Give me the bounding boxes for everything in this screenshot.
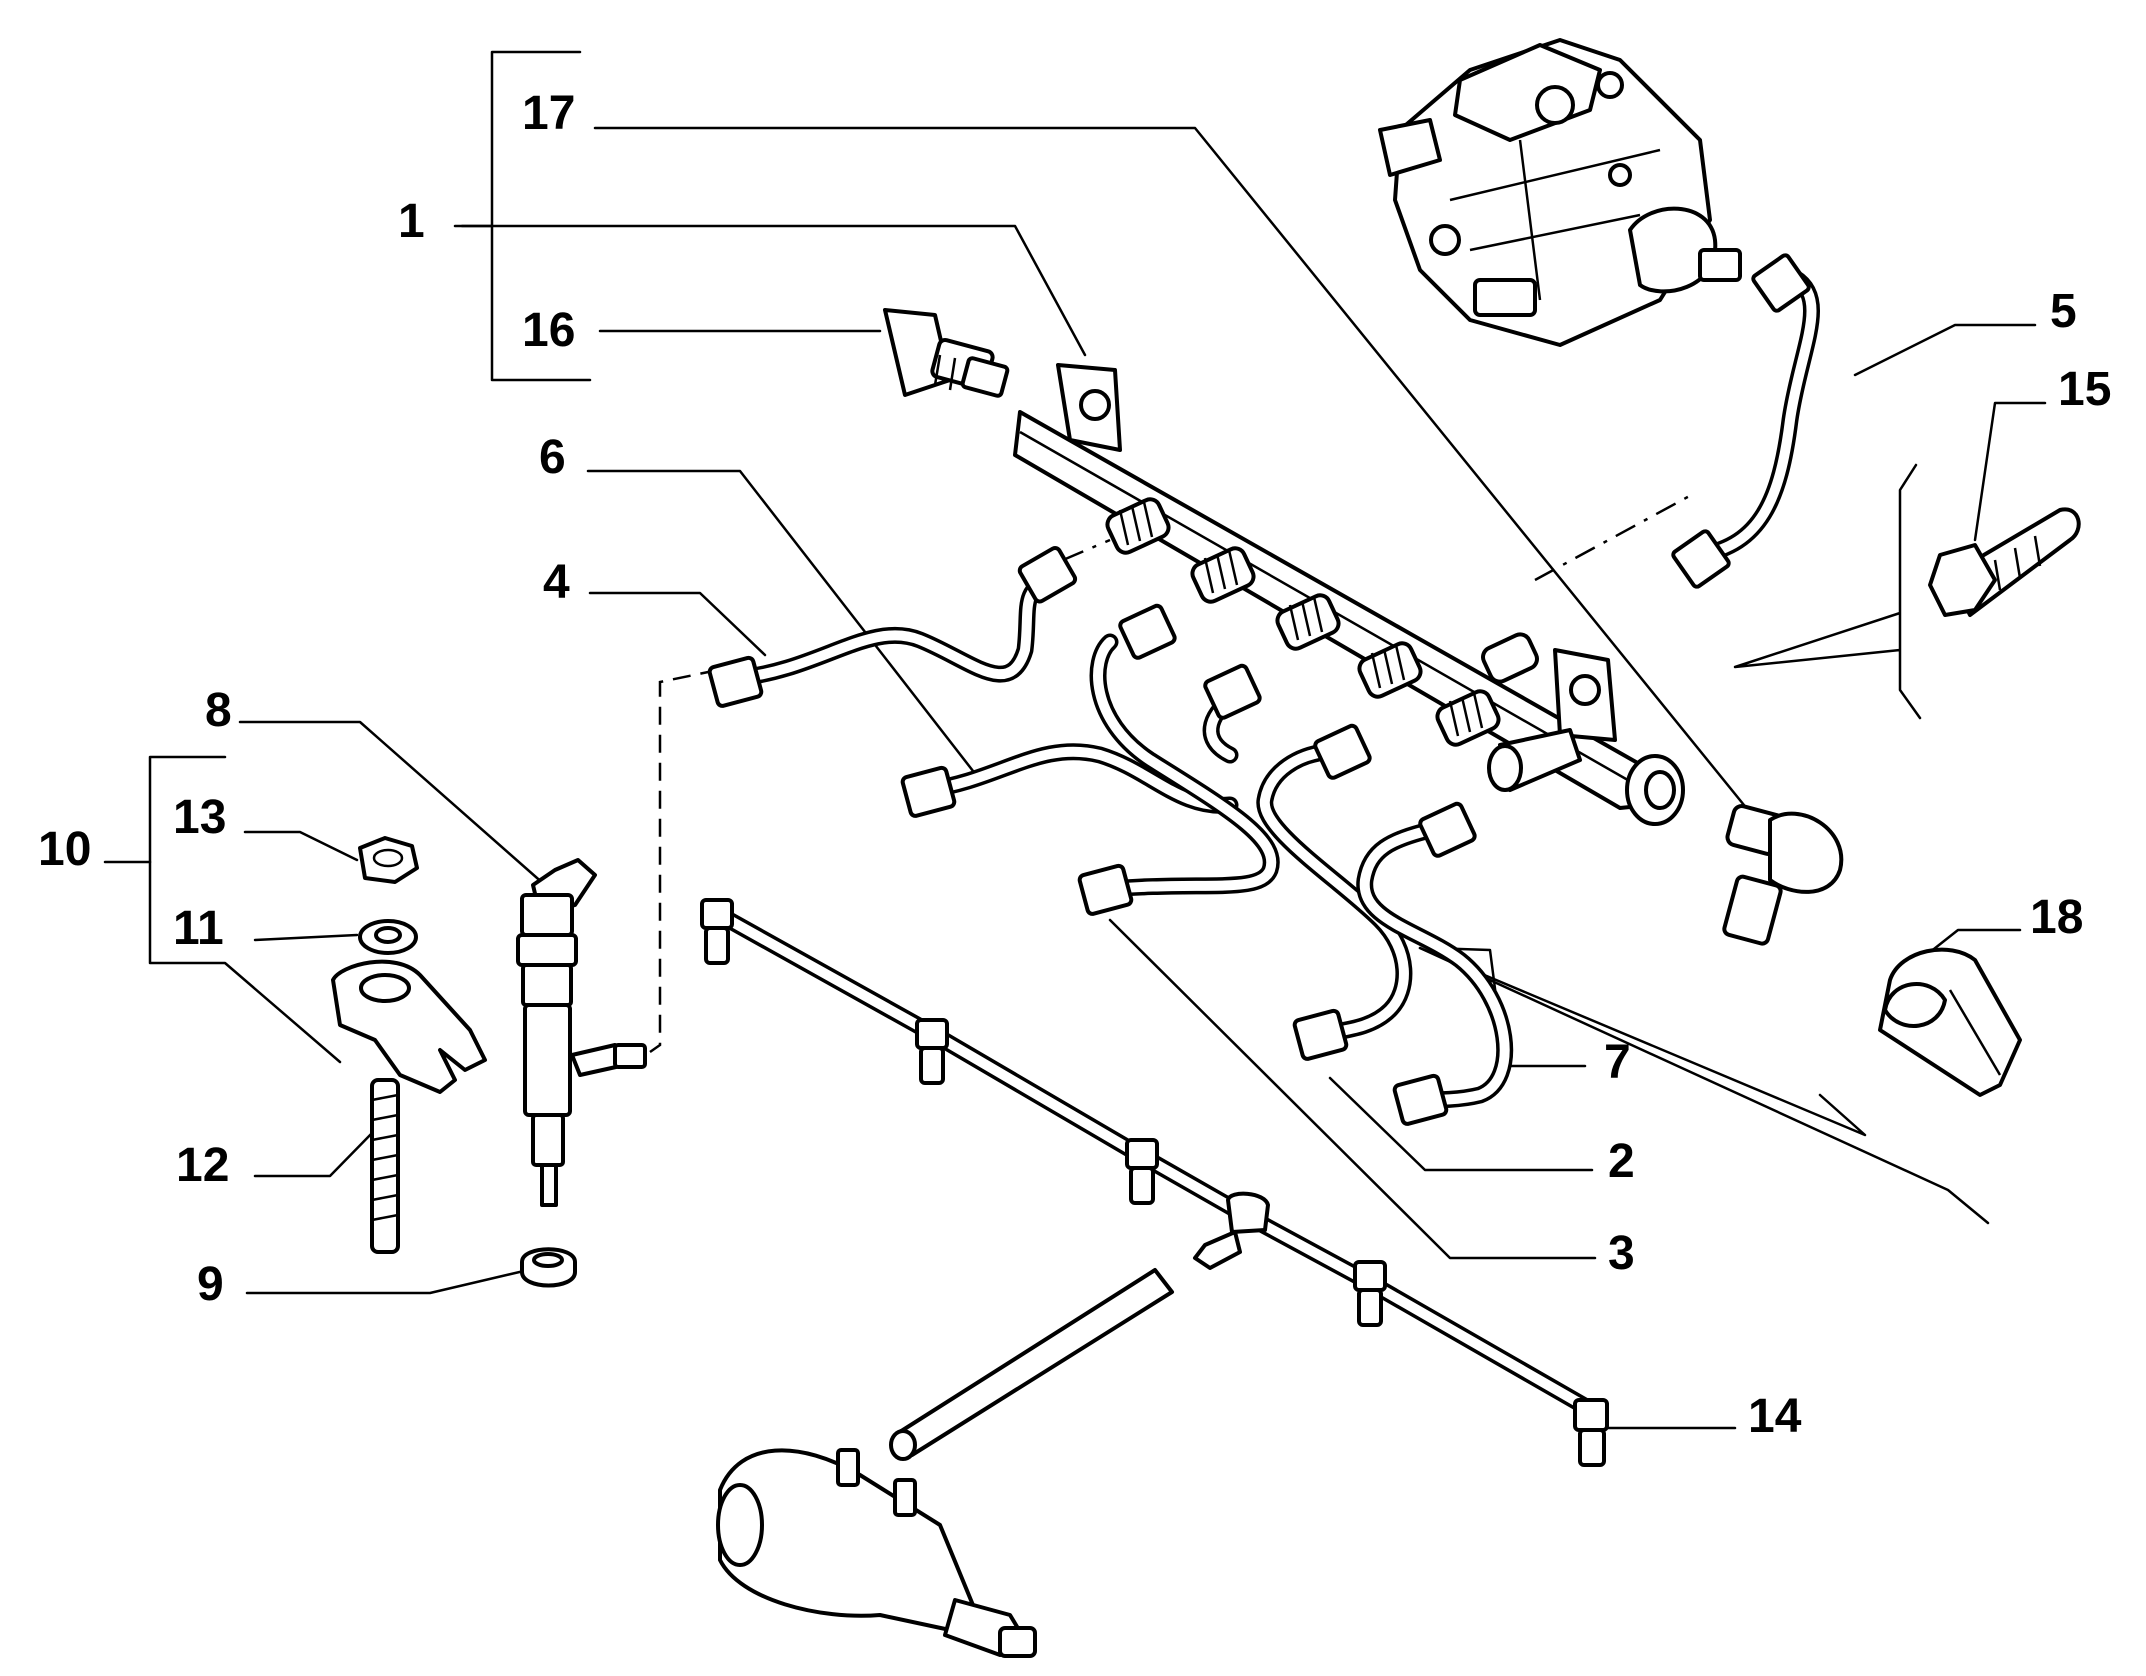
label-6: 6 bbox=[539, 431, 566, 484]
fuel-rail-1 bbox=[1013, 363, 1685, 826]
injector-pipes bbox=[707, 546, 1514, 1126]
bolt-15 bbox=[1928, 507, 2081, 617]
label-16: 16 bbox=[522, 304, 576, 357]
nut-13 bbox=[358, 836, 419, 884]
label-3: 3 bbox=[1608, 1227, 1635, 1280]
label-18: 18 bbox=[2030, 891, 2084, 944]
label-8: 8 bbox=[205, 684, 232, 737]
pressure-regulator-17 bbox=[1722, 804, 1844, 946]
label-14: 14 bbox=[1748, 1390, 1802, 1443]
label-10: 10 bbox=[38, 823, 92, 876]
label-11: 11 bbox=[173, 902, 224, 955]
washer-9 bbox=[520, 1247, 577, 1288]
return-line-14 bbox=[700, 898, 1609, 1467]
alignment-lines bbox=[649, 491, 1696, 1054]
pressure-sensor-16 bbox=[883, 308, 1010, 398]
clamp-bracket-10 bbox=[331, 959, 487, 1094]
label-13: 13 bbox=[173, 791, 227, 844]
label-2: 2 bbox=[1608, 1135, 1635, 1188]
label-15: 15 bbox=[2058, 363, 2112, 416]
pipe-5 bbox=[1671, 253, 1820, 589]
stud-12 bbox=[370, 1078, 400, 1254]
label-7: 7 bbox=[1604, 1036, 1631, 1089]
clip-18 bbox=[1878, 947, 2022, 1097]
label-4: 4 bbox=[543, 556, 570, 609]
injector-8 bbox=[516, 858, 647, 1207]
label-12: 12 bbox=[176, 1139, 230, 1192]
label-1: 1 bbox=[398, 195, 425, 248]
label-17: 17 bbox=[522, 87, 576, 140]
high-pressure-pump bbox=[1378, 38, 1742, 347]
washer-11 bbox=[358, 919, 418, 955]
label-9: 9 bbox=[197, 1258, 224, 1311]
label-5: 5 bbox=[2050, 285, 2077, 338]
fuel-filter bbox=[716, 1268, 1174, 1658]
